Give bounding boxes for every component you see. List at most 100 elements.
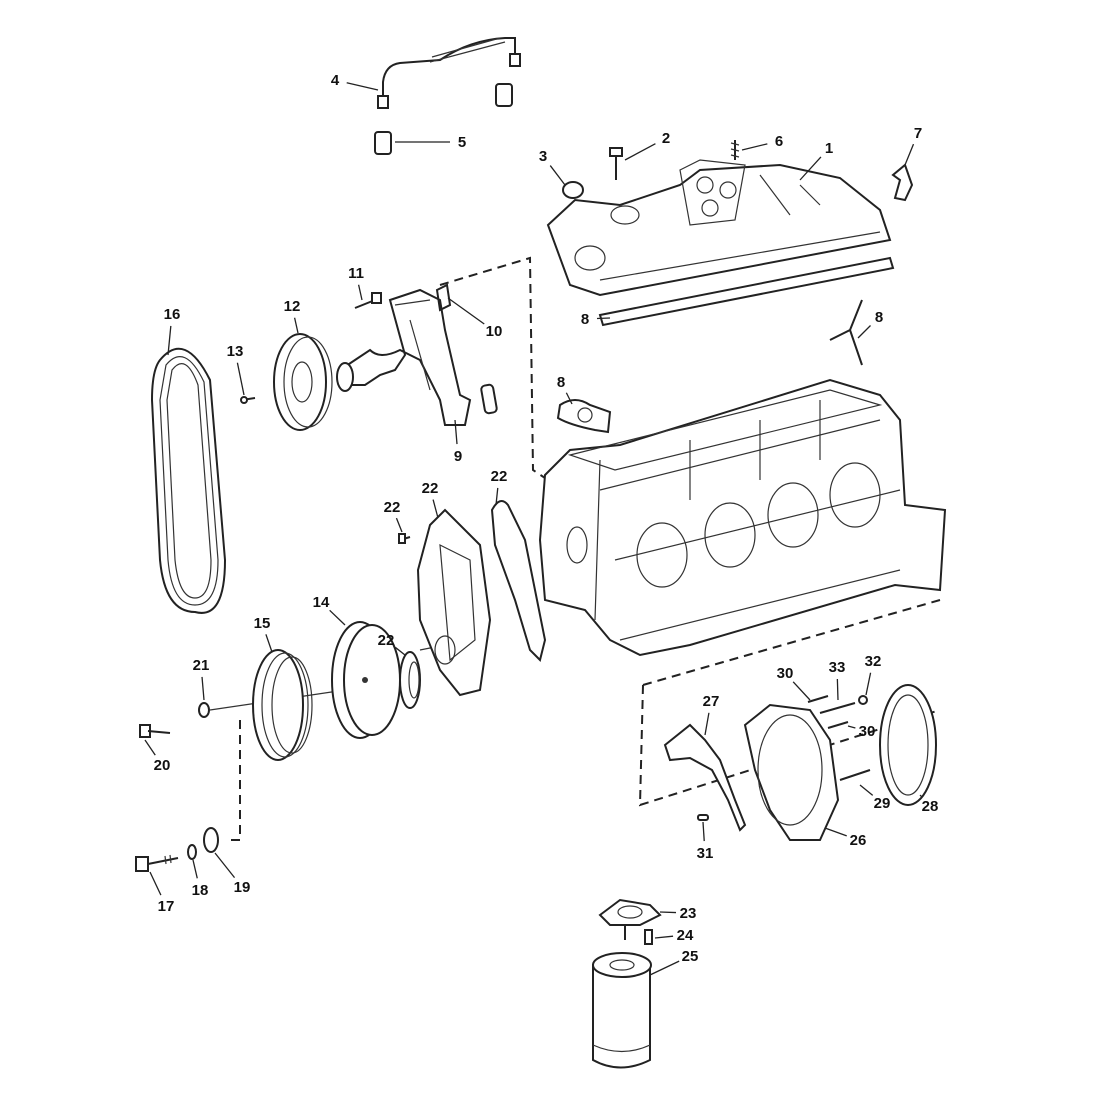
part-oil-filter	[592, 952, 652, 1069]
callout-26: 26	[850, 832, 867, 849]
part-plug-3	[562, 181, 584, 199]
callout-18: 18	[192, 882, 209, 899]
part-stud-6	[730, 140, 740, 160]
callout-5: 5	[458, 134, 466, 151]
callout-12: 12	[284, 298, 301, 315]
part-seal-22	[399, 651, 421, 709]
callout-3: 3	[539, 148, 547, 165]
part-washer-18	[187, 844, 197, 860]
part-bracket-7	[891, 163, 914, 202]
callout-6: 6	[775, 133, 783, 150]
callout-1: 1	[825, 140, 833, 157]
part-bolt-22	[398, 533, 411, 544]
callout-14: 14	[313, 594, 330, 611]
part-fittings	[374, 83, 513, 155]
leader-line	[799, 156, 822, 181]
callout-9: 9	[454, 448, 462, 465]
callout-29: 29	[874, 795, 891, 812]
callout-13: 13	[227, 343, 244, 360]
part-timing-gasket	[490, 500, 547, 662]
part-pulley-12	[273, 333, 333, 431]
leader-line	[649, 960, 680, 976]
part-belt	[150, 347, 227, 614]
leader-line	[702, 821, 705, 842]
leader-line	[792, 681, 811, 701]
callout-22: 22	[491, 468, 508, 485]
guide-line-waterpump	[439, 256, 546, 479]
callout-16: 16	[164, 306, 181, 323]
callout-17: 17	[158, 898, 175, 915]
part-gasket-8	[556, 256, 895, 434]
leader-line	[495, 487, 499, 506]
callout-23: 23	[680, 905, 697, 922]
callout-27: 27	[703, 693, 720, 710]
leader-line	[192, 859, 198, 879]
leader-line	[704, 712, 710, 736]
leader-line	[265, 634, 273, 653]
part-screw-13	[240, 396, 256, 404]
leader-line	[549, 165, 566, 186]
leader-line	[293, 317, 299, 334]
part-gasket-27	[663, 723, 747, 832]
leader-line	[865, 672, 872, 696]
callout-31: 31	[697, 845, 714, 862]
leader-line	[214, 852, 236, 879]
part-water-pump	[336, 288, 472, 426]
guide-line-rear-seal	[638, 599, 941, 807]
leader-line	[149, 871, 162, 896]
leader-line	[847, 725, 856, 729]
callout-10: 10	[486, 323, 503, 340]
leader-line	[654, 935, 674, 939]
leader-line	[447, 297, 485, 325]
leader-line	[236, 362, 245, 396]
leader-line	[565, 392, 573, 405]
leader-line	[596, 317, 611, 320]
leader-line	[454, 419, 458, 445]
callout-8: 8	[875, 309, 883, 326]
part-bolt-17	[135, 854, 179, 872]
callout-4: 4	[331, 72, 340, 89]
callout-30: 30	[859, 723, 876, 740]
callout-2: 2	[662, 130, 670, 147]
callout-15: 15	[254, 615, 271, 632]
leader-line	[144, 739, 156, 756]
leader-line	[624, 143, 656, 161]
part-seal-housing	[743, 703, 840, 841]
leader-line	[357, 284, 363, 301]
callout-11: 11	[348, 265, 364, 282]
part-washer-19	[203, 827, 219, 853]
part-engine-block	[538, 378, 947, 657]
leader-line	[329, 609, 346, 626]
callout-20: 20	[154, 757, 171, 774]
leader-line	[395, 646, 406, 656]
part-damper	[331, 621, 401, 739]
callout-32: 32	[865, 653, 882, 670]
leader-line	[395, 517, 403, 533]
callout-25: 25	[682, 948, 699, 965]
callout-24: 24	[677, 927, 694, 944]
callout-28: 28	[922, 798, 939, 815]
leader-line	[659, 911, 677, 914]
part-washer-21	[198, 702, 210, 718]
callout-7: 7	[914, 125, 922, 142]
callout-22: 22	[378, 632, 395, 649]
part-intake-manifold	[546, 159, 892, 297]
part-seal-28	[879, 684, 937, 806]
callout-19: 19	[234, 879, 251, 896]
part-pulley-15	[252, 649, 313, 761]
callout-22: 22	[384, 499, 401, 516]
leader-line	[346, 82, 379, 91]
guide-line-pulley	[230, 720, 241, 841]
part-screw-24	[644, 929, 653, 945]
leader-line	[857, 325, 871, 339]
leader-line	[432, 499, 439, 519]
leader-line	[201, 676, 205, 701]
part-gasket-10	[435, 283, 498, 415]
part-pin-31	[697, 814, 709, 821]
leader-line	[919, 794, 923, 798]
part-bolt-20	[139, 724, 171, 738]
callout-30: 30	[777, 665, 794, 682]
part-filter-adapter	[598, 898, 662, 940]
callout-21: 21	[193, 657, 210, 674]
